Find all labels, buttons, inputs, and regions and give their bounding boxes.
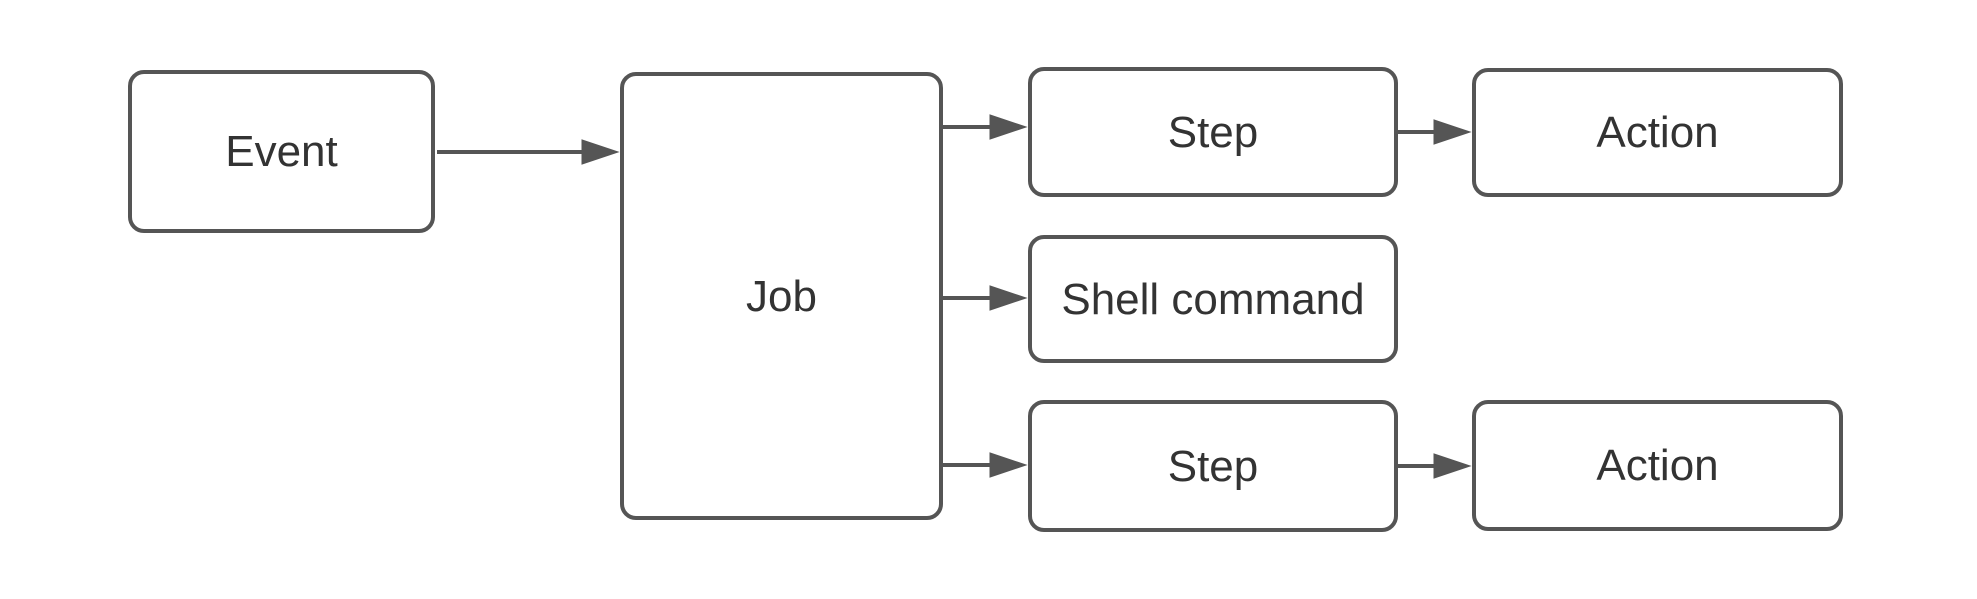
arrow-job-to-step-bottom [941, 452, 1028, 478]
node-action-bottom: Action [1472, 400, 1843, 531]
node-action-top: Action [1472, 68, 1843, 197]
arrow-job-to-shell-command [941, 285, 1028, 311]
arrow-event-to-job [437, 139, 620, 165]
node-step-top-label: Step [1167, 107, 1259, 157]
arrow-step-top-to-action-top [1396, 119, 1472, 145]
node-action-top-label: Action [1596, 108, 1719, 157]
node-step-bottom-label: Step [1167, 441, 1259, 491]
node-job: Job [620, 72, 943, 520]
arrow-job-to-step-top [941, 114, 1028, 140]
node-step-top: Step [1028, 67, 1398, 197]
arrow-step-bottom-to-action-bottom [1396, 453, 1472, 479]
node-shell-command-label: Shell command [1061, 274, 1365, 324]
node-shell-command: Shell command [1028, 235, 1398, 363]
node-job-label: Job [746, 271, 817, 321]
node-action-bottom-label: Action [1596, 441, 1719, 490]
node-event: Event [128, 70, 435, 233]
node-event-label: Event [225, 127, 338, 176]
node-step-bottom: Step [1028, 400, 1398, 532]
